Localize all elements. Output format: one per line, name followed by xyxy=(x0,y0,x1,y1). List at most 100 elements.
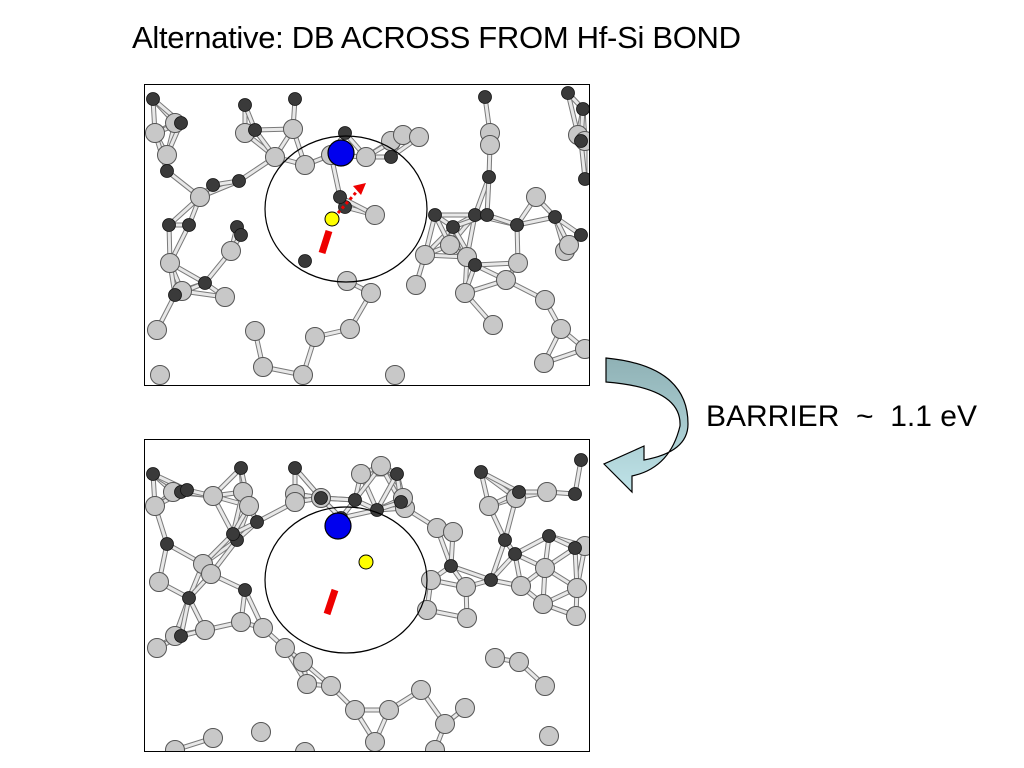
oxygen-atom xyxy=(298,254,312,268)
silicon-atom xyxy=(415,245,435,265)
silicon-atom xyxy=(483,315,503,335)
reaction-region-circle xyxy=(264,506,428,654)
slide-title: Alternative: DB ACROSS FROM Hf-Si BOND xyxy=(132,20,741,55)
oxygen-atom xyxy=(428,208,442,222)
silicon-atom xyxy=(539,726,559,746)
silicon-atom xyxy=(440,235,460,255)
silicon-atom xyxy=(297,674,317,694)
hydrogen-atom xyxy=(358,554,374,570)
oxygen-atom xyxy=(182,218,196,232)
oxygen-atom xyxy=(384,150,398,164)
silicon-atom xyxy=(195,620,215,640)
oxygen-atom xyxy=(561,86,575,100)
silicon-atom xyxy=(509,652,529,672)
silicon-atom xyxy=(265,147,285,167)
silicon-atom xyxy=(385,365,405,385)
silicon-atom xyxy=(251,722,271,742)
silicon-atom xyxy=(150,365,170,385)
silicon-atom xyxy=(203,486,223,506)
oxygen-atom xyxy=(238,98,252,112)
hydrogen-hop-arrowhead xyxy=(353,183,366,195)
oxygen-atom xyxy=(444,559,458,573)
silicon-atom xyxy=(567,578,587,598)
oxygen-atom xyxy=(468,208,482,222)
silicon-atom xyxy=(283,119,303,139)
silicon-atoms xyxy=(145,113,589,385)
oxygen-atom xyxy=(478,90,492,104)
oxygen-atom xyxy=(288,92,302,106)
oxygen-atom xyxy=(234,228,248,242)
reaction-region-circle xyxy=(264,135,428,283)
silicon-atom xyxy=(533,594,553,614)
silicon-atom xyxy=(295,155,315,175)
silicon-atom xyxy=(215,287,235,307)
oxygen-atom xyxy=(568,487,582,501)
oxygen-atom xyxy=(206,178,220,192)
silicon-atom xyxy=(160,253,180,273)
silicon-atom xyxy=(425,740,445,751)
silicon-atom xyxy=(356,147,376,167)
hafnium-atom xyxy=(324,512,352,540)
oxygen-atom xyxy=(160,537,174,551)
bond-network xyxy=(150,90,588,378)
oxygen-atom xyxy=(232,174,246,188)
bond-highlight xyxy=(449,564,493,582)
silicon-atom xyxy=(203,728,223,748)
silicon-atom xyxy=(361,283,381,303)
oxygen-atom xyxy=(568,541,582,555)
oxygen-atom xyxy=(574,134,588,148)
final-state-structure xyxy=(145,453,589,751)
silicon-atom xyxy=(537,482,557,502)
oxygen-atom xyxy=(508,547,522,561)
silicon-atom xyxy=(321,676,341,696)
silicon-atom xyxy=(457,608,477,628)
oxygen-atom xyxy=(474,465,488,479)
hydrogen-atom xyxy=(324,211,340,227)
silicon-atom xyxy=(351,464,371,484)
silicon-atom xyxy=(496,270,516,290)
silicon-atom xyxy=(145,123,165,143)
silicon-atom xyxy=(345,700,365,720)
silicon-atom xyxy=(566,606,586,626)
silicon-atom xyxy=(526,187,546,207)
silicon-atom xyxy=(508,253,528,273)
silicon-atom xyxy=(455,698,475,718)
silicon-atom xyxy=(149,572,169,592)
oxygen-atom xyxy=(250,515,264,529)
silicon-atom xyxy=(365,205,385,225)
silicon-atom xyxy=(293,652,313,672)
silicon-atom xyxy=(285,492,305,512)
oxygen-atom xyxy=(348,493,362,507)
silicon-atom xyxy=(147,638,167,658)
silicon-atom xyxy=(165,740,185,751)
silicon-atom xyxy=(480,135,500,155)
initial-state-panel xyxy=(144,84,590,386)
oxygen-atom xyxy=(542,529,556,543)
silicon-atom xyxy=(371,456,391,476)
silicon-atom xyxy=(421,570,441,590)
oxygen-atom xyxy=(234,461,248,475)
silicon-atom xyxy=(239,496,259,516)
silicon-atom xyxy=(535,290,555,310)
silicon-atom xyxy=(409,127,429,147)
oxygen-atom xyxy=(174,629,188,643)
oxygen-atom xyxy=(162,218,176,232)
oxygen-atom xyxy=(182,591,196,605)
silicon-atom xyxy=(305,327,325,347)
silicon-atom xyxy=(479,496,499,516)
silicon-atom xyxy=(559,235,579,255)
oxygen-atom xyxy=(198,276,212,290)
silicon-atom xyxy=(406,275,426,295)
oxygen-atom xyxy=(498,533,512,547)
silicon-atom xyxy=(337,271,357,291)
oxygen-atom xyxy=(512,485,526,499)
oxygen-atom xyxy=(578,172,589,186)
silicon-atom xyxy=(535,676,555,696)
oxygen-atom xyxy=(338,126,352,140)
oxygen-atom xyxy=(333,190,347,204)
oxygen-atom xyxy=(576,102,589,116)
silicon-atom xyxy=(443,522,463,542)
silicon-atom xyxy=(295,742,315,751)
oxygen-atom xyxy=(482,170,496,184)
oxygen-atoms xyxy=(146,453,588,643)
